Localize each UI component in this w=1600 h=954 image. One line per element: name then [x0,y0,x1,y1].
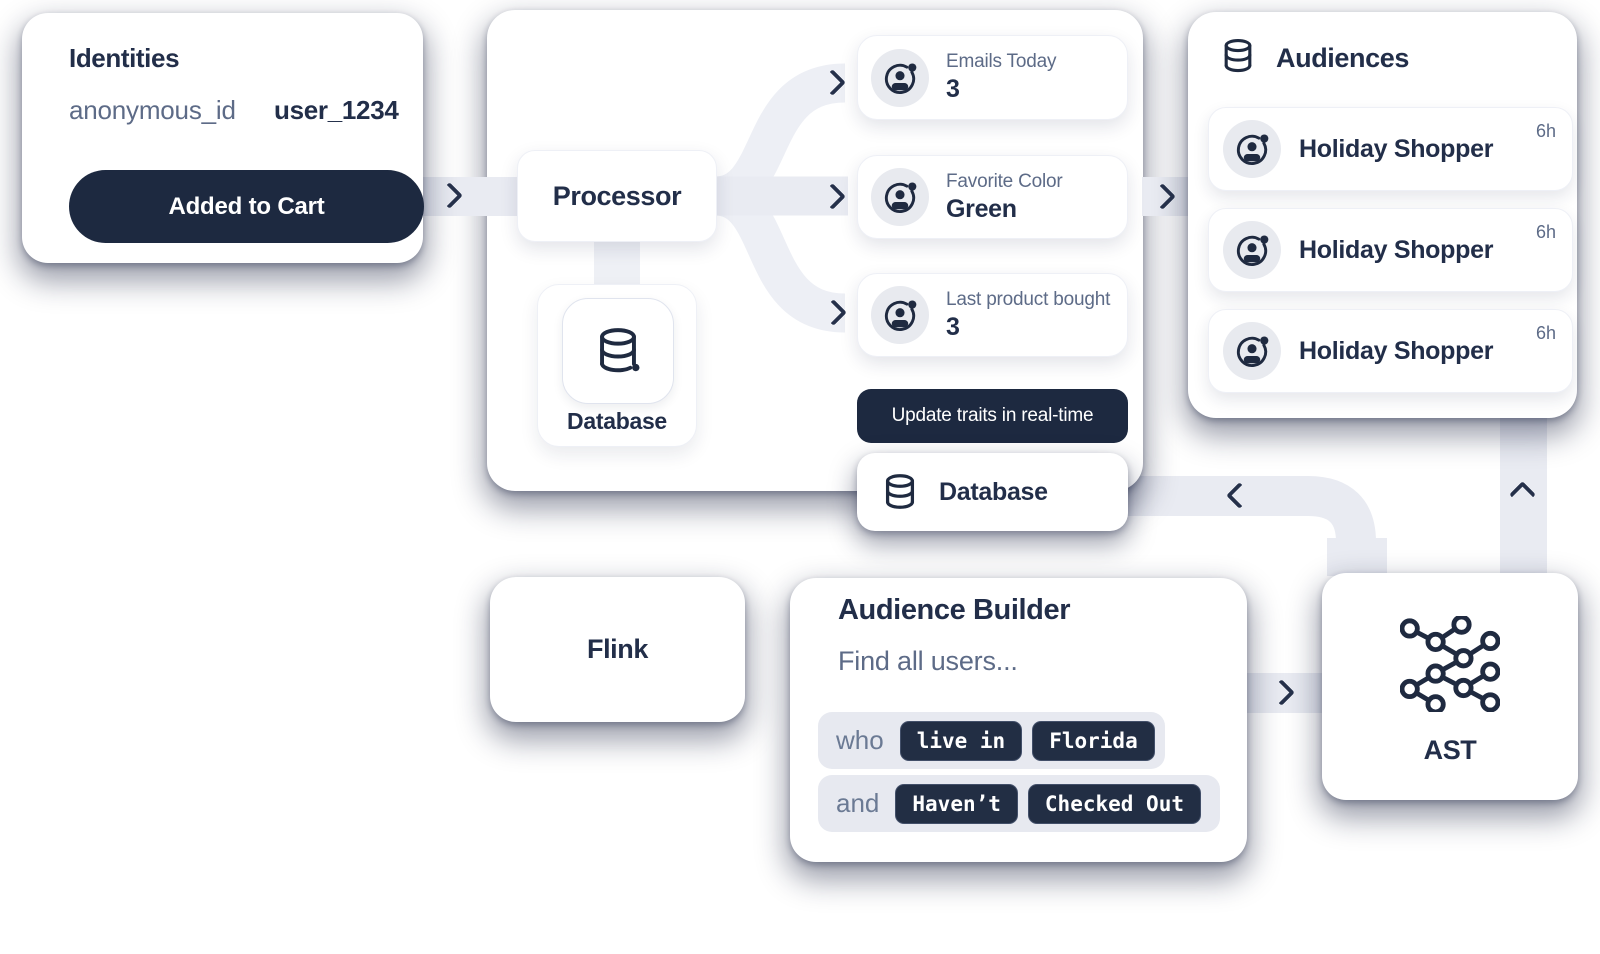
persona-badge [871,48,929,107]
audience-builder-title: Audience Builder [838,594,1071,626]
database-icon [600,328,640,373]
rule-connector: and [836,788,880,818]
trait-card: Favorite Color Green [857,155,1128,239]
trait-value: Green [946,194,1017,223]
identities-title: Identities [69,43,180,73]
persona-icon [1236,134,1269,165]
connector-band [423,177,518,216]
added-to-cart-button[interactable]: Added to Cart [69,170,424,243]
processor-label: Processor [552,180,682,211]
persona-icon [884,62,917,94]
rule-chip[interactable]: Checked Out [1027,783,1201,824]
database-node: Database [537,284,697,447]
persona-badge [1223,221,1281,279]
trait-label: Emails Today [946,51,1057,72]
database-output-card: Database [857,453,1128,531]
ast-label: AST [1423,735,1477,765]
audience-name: Holiday Shopper [1299,336,1494,365]
database-label: Database [567,408,667,434]
flink-label: Flink [586,634,648,664]
audience-name: Holiday Shopper [1299,235,1494,264]
rule-row: who live in Florida [818,712,1165,769]
database-icon [885,474,915,509]
persona-icon [884,182,917,213]
persona-badge [1223,120,1281,178]
connector-band [1246,673,1324,713]
processor-node: Processor [517,150,717,242]
database-output-label: Database [939,477,1048,506]
trait-label: Last product bought [946,288,1111,310]
rule-row: and Haven’t Checked Out [818,775,1220,832]
update-traits-pill: Update traits in real-time [857,389,1128,443]
persona-badge [871,286,929,344]
anonymous-id-value: anonymous_id [69,95,236,125]
rule-connector: who [836,725,884,755]
connector-band [1327,538,1387,576]
database-icon-tile [562,298,674,404]
audience-item[interactable]: Holiday Shopper 6h [1208,309,1573,393]
identities-card: Identities anonymous_id user_1234 Added … [22,13,424,263]
audience-builder-card: Audience Builder Find all users... who l… [790,578,1247,862]
trait-value: 3 [946,312,960,341]
persona-badge [1223,322,1281,380]
flink-node: Flink [490,577,745,722]
trait-card: Last product bought 3 [857,273,1128,357]
audience-name: Holiday Shopper [1299,134,1494,163]
trait-value: 3 [946,75,960,103]
trait-label: Favorite Color [946,170,1063,192]
refresh-badge: 6h [1535,121,1556,141]
rule-chip[interactable]: Haven’t [895,783,1018,824]
connector-band [1142,177,1189,216]
persona-icon [1236,235,1269,266]
trait-card: Emails Today 3 [857,35,1128,120]
persona-icon [1236,336,1269,367]
refresh-badge: 6h [1535,222,1556,242]
database-icon [1224,39,1252,73]
audiences-panel: Audiences Holiday Shopper 6h [1188,12,1577,418]
ast-icon [1400,616,1500,712]
connector-band [594,236,640,288]
audience-builder-subtitle: Find all users... [838,646,1018,676]
user-id-value: user_1234 [274,95,399,125]
refresh-badge: 6h [1535,323,1556,343]
persona-badge [871,168,929,226]
connector-band [1500,414,1547,576]
persona-icon [884,300,917,331]
ast-node: AST [1322,573,1578,800]
audience-item[interactable]: Holiday Shopper 6h [1208,208,1573,292]
audiences-title: Audiences [1276,43,1409,73]
rule-chip[interactable]: Florida [1032,720,1155,761]
audience-item[interactable]: Holiday Shopper 6h [1208,107,1573,191]
rule-chip[interactable]: live in [899,720,1023,761]
